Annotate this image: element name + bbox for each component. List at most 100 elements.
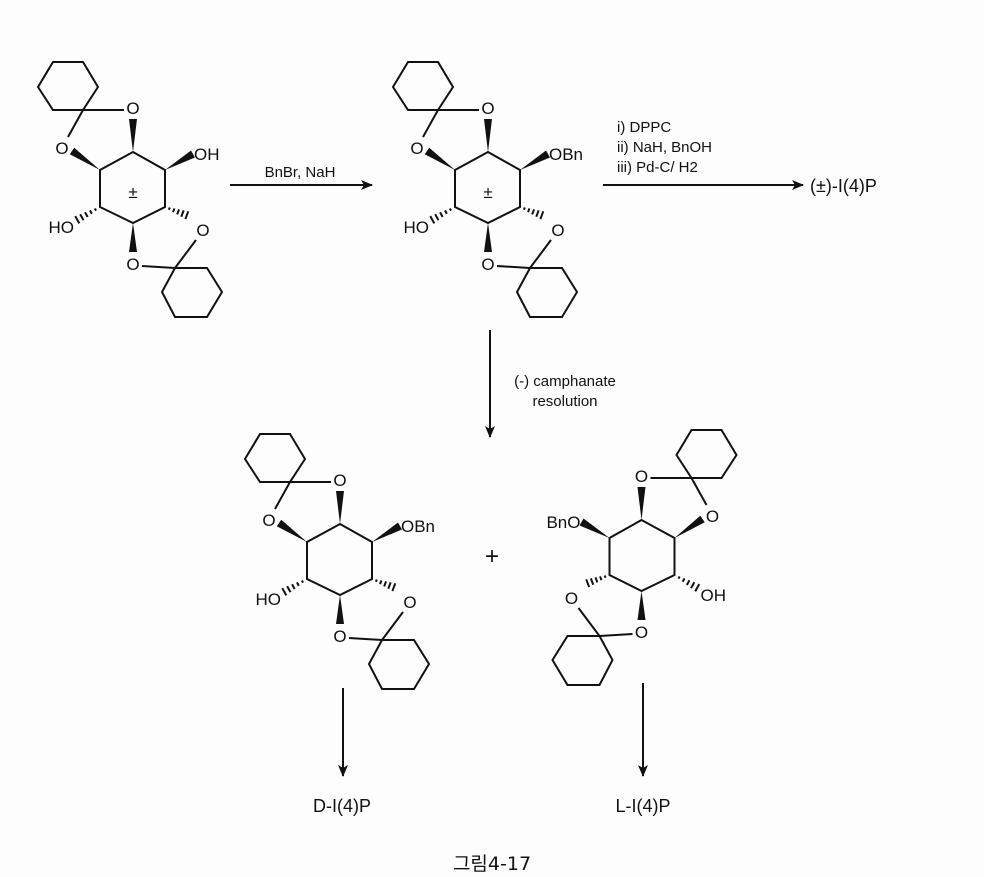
wedge-bond bbox=[637, 591, 646, 620]
wedge-bond bbox=[129, 223, 137, 252]
wedge-bond bbox=[372, 522, 402, 542]
wedge-bond bbox=[674, 515, 705, 538]
oxygen-label: O bbox=[565, 589, 578, 608]
wedge-bond bbox=[336, 595, 344, 624]
hash-bond bbox=[74, 215, 81, 224]
hash-bond bbox=[93, 207, 97, 212]
oxygen-label: O bbox=[126, 99, 139, 118]
hash-bond bbox=[387, 582, 392, 590]
ketal-bond bbox=[274, 481, 291, 510]
ketal-bond bbox=[599, 633, 633, 637]
hash-bond bbox=[599, 576, 603, 581]
step2-reagent-2: ii) NaH, BnOH bbox=[617, 139, 712, 156]
plus-sign: + bbox=[485, 543, 499, 570]
wedge-bond bbox=[637, 487, 646, 520]
hash-bond bbox=[79, 213, 85, 221]
cyclohexylidene-ring-bottom bbox=[515, 267, 579, 318]
ketal-bond bbox=[577, 607, 601, 637]
hash-bond bbox=[690, 581, 696, 589]
hash-bond bbox=[281, 587, 288, 596]
hash-bond bbox=[84, 211, 89, 218]
oxygen-label: O bbox=[262, 511, 275, 530]
wedge-bond bbox=[129, 119, 137, 152]
wedge-bond bbox=[520, 150, 550, 170]
ketal-bond bbox=[348, 637, 383, 641]
cyclohexylidene-ring-top bbox=[391, 61, 455, 111]
hash-bond bbox=[374, 579, 378, 583]
oxygen-label: O bbox=[55, 139, 68, 158]
oxygen-label: O bbox=[196, 221, 209, 240]
wedge-bond bbox=[165, 150, 195, 170]
hash-bond bbox=[677, 575, 681, 580]
oxygen-label: O bbox=[333, 471, 346, 490]
wedge-bond bbox=[484, 119, 492, 152]
hash-bond bbox=[448, 207, 452, 212]
resolution-label-2: resolution bbox=[532, 393, 597, 410]
cyclohexylidene-ring-top bbox=[243, 433, 307, 483]
hash-bond bbox=[603, 575, 607, 579]
hash-bond bbox=[172, 208, 176, 213]
hash-bond bbox=[694, 583, 701, 592]
substituent-label: OH bbox=[701, 586, 727, 605]
hash-bond bbox=[176, 209, 180, 215]
oxygen-label: O bbox=[635, 623, 648, 642]
hash-bond bbox=[300, 579, 304, 584]
resolution-label-1: (-) camphanate bbox=[514, 373, 616, 390]
hash-bond bbox=[522, 207, 526, 211]
oxygen-label: O bbox=[481, 99, 494, 118]
racemic-label: ± bbox=[483, 183, 492, 202]
cyclohexylidene-ring-bottom bbox=[367, 639, 431, 690]
ketal-bond bbox=[141, 265, 176, 269]
l-product: L-I(4)P bbox=[615, 796, 670, 816]
ketal-bond bbox=[496, 265, 531, 269]
d-product: D-I(4)P bbox=[313, 796, 371, 816]
inositol-ring bbox=[608, 518, 676, 593]
oxygen-label: O bbox=[706, 507, 719, 526]
racemic-label: ± bbox=[128, 183, 137, 202]
ketal-bond bbox=[422, 109, 439, 138]
hash-bond bbox=[184, 210, 190, 220]
step2-reagent-3: iii) Pd-C/ H2 bbox=[617, 159, 698, 176]
hash-bond bbox=[286, 585, 292, 593]
hash-bond bbox=[429, 215, 436, 224]
substituent-label: HO bbox=[49, 218, 75, 237]
ketal-bond bbox=[174, 239, 197, 269]
cyclohexylidene-ring-top bbox=[36, 61, 100, 111]
hash-bond bbox=[167, 207, 171, 211]
racemic-product: (±)-I(4)P bbox=[810, 176, 877, 196]
substituent-label: BnO bbox=[546, 513, 580, 532]
hash-bond bbox=[585, 578, 591, 588]
oxygen-label: O bbox=[551, 221, 564, 240]
figure-caption: 그림4-17 bbox=[453, 853, 531, 875]
oxygen-label: O bbox=[403, 593, 416, 612]
hash-bond bbox=[535, 210, 540, 218]
hash-bond bbox=[391, 582, 397, 592]
oxygen-label: O bbox=[126, 255, 139, 274]
substituent-label: HO bbox=[404, 218, 430, 237]
inositol-ring bbox=[306, 522, 373, 597]
hash-bond bbox=[434, 213, 440, 221]
hash-bond bbox=[594, 577, 599, 583]
hash-bond bbox=[383, 581, 387, 587]
cyclohexylidene-ring-bottom bbox=[551, 635, 614, 686]
oxygen-label: O bbox=[481, 255, 494, 274]
wedge-bond bbox=[69, 147, 100, 170]
substituent-label: HO bbox=[256, 590, 282, 609]
wedge-bond bbox=[336, 491, 344, 524]
oxygen-label: O bbox=[410, 139, 423, 158]
substituent-label: OBn bbox=[549, 145, 583, 164]
hash-bond bbox=[681, 577, 686, 583]
cyclohexylidene-ring-bottom bbox=[160, 267, 224, 318]
hash-bond bbox=[444, 209, 448, 215]
hash-bond bbox=[296, 581, 300, 587]
hash-bond bbox=[291, 583, 296, 590]
cyclohexylidene-ring-top bbox=[675, 429, 738, 479]
hash-bond bbox=[589, 578, 595, 586]
wedge-bond bbox=[424, 147, 455, 170]
ketal-bond bbox=[67, 109, 84, 138]
wedge-bond bbox=[484, 223, 492, 252]
